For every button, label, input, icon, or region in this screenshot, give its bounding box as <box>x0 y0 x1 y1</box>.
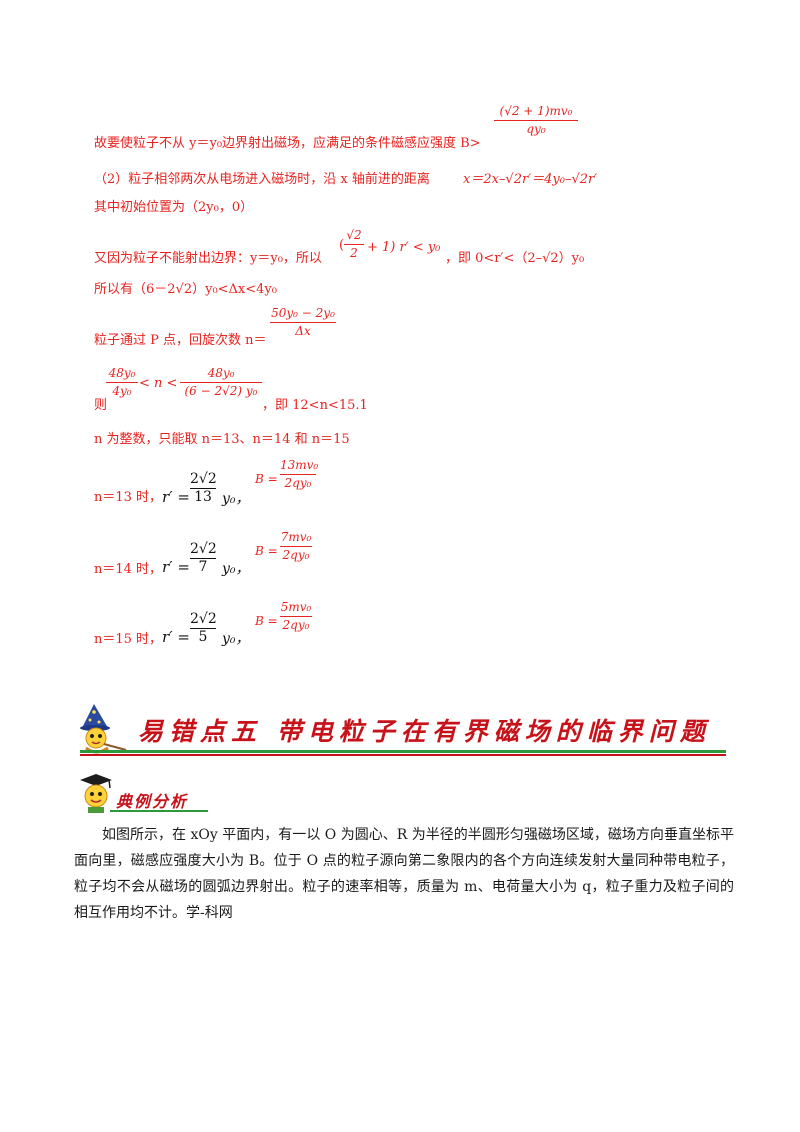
example-section-header: 典例分析 <box>76 772 216 816</box>
solution-line-4a: 又因为粒子不能射出边界：y＝y₀，所以 <box>94 251 322 266</box>
fraction-bar <box>280 616 312 617</box>
sqrt2-over-2-fraction: √2 2 <box>344 228 364 261</box>
solution-line-8: n 为整数，只能取 n＝13、n＝14 和 n＝15 <box>94 432 350 447</box>
fraction-denominator: 7 <box>198 559 208 575</box>
distance-equation: x＝2x–√2r′＝4y₀–√2r′ <box>463 172 598 187</box>
solution-line-1: 故要使粒子不从 y＝y₀边界射出磁场，应满足的条件磁感应强度 B> <box>94 136 481 151</box>
section-banner: 易错点五 带电粒子在有界磁场的临界问题 <box>74 700 726 760</box>
b-prefix: B = <box>255 472 278 486</box>
fraction-numerator: 2√2 <box>190 611 217 627</box>
fraction-numerator: 50y₀ − 2y₀ <box>271 306 335 320</box>
problem-paragraph: 如图所示，在 xOy 平面内，有一以 O 为圆心、R 为半径的半圆形匀强磁场区域… <box>74 827 734 921</box>
wizard-mascot-icon <box>80 704 127 754</box>
case-label: n＝14 时， <box>94 562 163 577</box>
fraction-denominator: qy₀ <box>526 122 546 136</box>
fraction-bar <box>190 558 216 559</box>
rotation-count-fraction: 50y₀ − 2y₀ Δx <box>270 306 336 339</box>
r-prefix: r′ = <box>162 488 190 506</box>
b-fraction: 5mv₀ 2qy₀ <box>280 600 312 633</box>
fraction-denominator: Δx <box>295 324 311 338</box>
fraction-denominator: 13 <box>194 489 212 505</box>
solution-line-2: （2）粒子相邻两次从电场进入磁场时，沿 x 轴前进的距离 <box>94 172 430 187</box>
fraction-numerator: (√2 + 1)mv₀ <box>499 104 573 118</box>
b-fraction: 7mv₀ 2qy₀ <box>280 530 312 563</box>
solution-line-5: 所以有（6－2√2）y₀<Δx<4y₀ <box>94 282 277 297</box>
b-prefix: B = <box>255 614 278 628</box>
fraction-numerator: 13mv₀ <box>280 458 319 472</box>
r-fraction: 2√2 5 <box>190 611 217 645</box>
fraction-numerator: 2√2 <box>190 471 217 487</box>
solution-line-7a: 则 <box>94 398 108 413</box>
case-label: n＝13 时， <box>94 490 163 505</box>
b-condition-fraction: (√2 + 1)mv₀ qy₀ <box>494 104 578 137</box>
fraction-numerator: 7mv₀ <box>280 530 312 544</box>
section-underline <box>110 810 208 812</box>
banner-underline-green <box>80 750 726 753</box>
fraction-numerator: 2√2 <box>190 541 217 557</box>
fraction-numerator: 48y₀ <box>108 366 136 380</box>
b-fraction: 13mv₀ 2qy₀ <box>280 458 319 491</box>
open-paren: ( <box>339 238 345 253</box>
lower-bound-fraction: 48y₀ 4y₀ <box>106 366 138 399</box>
fraction-bar <box>190 628 216 629</box>
n-inequality: < n < <box>139 376 178 391</box>
upper-bound-fraction: 48y₀ (6 − 2√2) y₀ <box>180 366 262 399</box>
case-label: n＝15 时， <box>94 632 163 647</box>
solution-line-7b: ，即 12<n<15.1 <box>262 398 368 413</box>
example-section-title: 典例分析 <box>116 792 189 811</box>
r-suffix: y₀， <box>222 561 250 577</box>
fraction-bar <box>344 244 364 245</box>
fraction-denominator: 4y₀ <box>112 384 132 398</box>
fraction-numerator: 5mv₀ <box>280 600 312 614</box>
fraction-bar <box>494 120 578 121</box>
graduate-mascot-icon <box>80 774 112 813</box>
solution-line-3: 其中初始位置为（2y₀，0） <box>94 200 254 215</box>
r-fraction: 2√2 13 <box>190 471 217 505</box>
fraction-denominator: 2qy₀ <box>282 548 310 562</box>
radius-inequality: + 1) r′ < y₀ <box>367 240 441 255</box>
r-suffix: y₀， <box>222 491 250 507</box>
fraction-denominator: 2 <box>350 246 358 260</box>
fraction-bar <box>190 488 216 489</box>
fraction-denominator: 2qy₀ <box>282 618 310 632</box>
solution-line-4c: ，即 0<r′<（2–√2）y₀ <box>445 251 585 266</box>
fraction-bar <box>106 382 138 383</box>
fraction-bar <box>180 382 262 383</box>
r-prefix: r′ = <box>162 628 190 646</box>
fraction-numerator: √2 <box>346 228 362 242</box>
fraction-bar <box>280 546 312 547</box>
fraction-denominator: (6 − 2√2) y₀ <box>184 384 258 398</box>
fraction-bar <box>280 474 316 475</box>
fraction-bar <box>270 322 336 323</box>
fraction-denominator: 2qy₀ <box>284 476 312 490</box>
fraction-numerator: 48y₀ <box>207 366 235 380</box>
r-prefix: r′ = <box>162 558 190 576</box>
fraction-denominator: 5 <box>198 629 208 645</box>
solution-line-6: 粒子通过 P 点，回旋次数 n＝ <box>94 333 267 348</box>
r-suffix: y₀， <box>222 631 250 647</box>
b-prefix: B = <box>255 544 278 558</box>
banner-title: 易错点五 带电粒子在有界磁场的临界问题 <box>138 717 711 746</box>
banner-underline-red <box>80 754 726 756</box>
r-fraction: 2√2 7 <box>190 541 217 575</box>
